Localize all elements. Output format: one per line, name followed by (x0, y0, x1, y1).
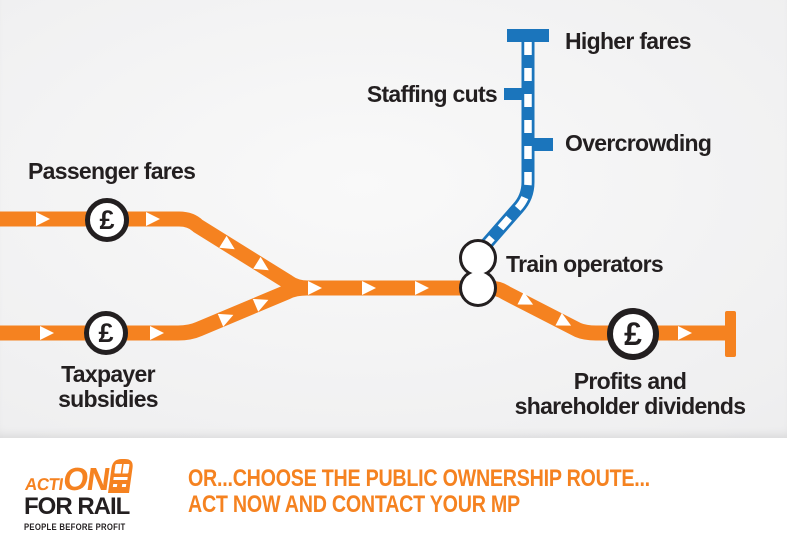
overcrowding-tick (532, 138, 553, 151)
footer-headline: OR...CHOOSE THE PUBLIC OWNERSHIP ROUTE..… (188, 466, 650, 518)
tube-map-canvas: £ £ £ Passenger fares Taxpayer subsidies… (0, 0, 787, 438)
station-label-taxpayer-subsidies: Taxpayer subsidies (58, 361, 158, 412)
staffing-cuts-tick (504, 88, 524, 100)
logo-action-part1: ACTI (23, 475, 65, 494)
station-label-train-operators: Train operators (506, 251, 664, 277)
profits-terminus-bar (725, 311, 736, 357)
pound-symbol: £ (99, 204, 115, 235)
route-main-line (296, 280, 729, 341)
route-passenger-fares-line (0, 211, 309, 296)
route-map-svg (0, 29, 736, 357)
direction-chevron (517, 292, 534, 305)
interchange-circle-fill (462, 272, 494, 304)
train-icon (107, 459, 133, 493)
station-label-staffing-cuts: Staffing cuts (366, 81, 498, 107)
direction-chevrons (36, 212, 692, 340)
direction-chevron (252, 298, 269, 312)
logo-action-part2: ON (61, 460, 112, 497)
route-privatisation-line (478, 35, 535, 253)
direction-chevron (36, 212, 50, 226)
direction-chevron (40, 326, 54, 340)
interchange-circle-fill (462, 242, 494, 274)
logo-action-wordmark: ACTI ON (23, 455, 149, 497)
direction-chevron (150, 326, 164, 340)
direction-chevron (217, 313, 234, 327)
pound-roundel-taxpayer-subsidies: £ (84, 311, 128, 355)
logo-for-rail-text: FOR RAIL (24, 493, 130, 520)
direction-chevron (678, 326, 692, 340)
action-for-rail-logo: ACTI ON FOR RAIL PEOPLE BEFORE PROFIT (24, 455, 144, 532)
direction-chevron (253, 256, 269, 271)
train-operators-interchange (459, 239, 497, 307)
footer-headline-line1: OR...CHOOSE THE PUBLIC OWNERSHIP ROUTE..… (188, 465, 650, 492)
direction-chevron (415, 281, 429, 295)
higher-fares-terminus-bar (507, 29, 549, 42)
pound-roundel-passenger-fares: £ (85, 198, 129, 242)
station-label-passenger-fares: Passenger fares (28, 158, 196, 184)
pound-symbol: £ (98, 317, 114, 348)
station-label-overcrowding: Overcrowding (565, 130, 712, 156)
direction-chevron (308, 281, 322, 295)
pound-symbol: £ (624, 315, 642, 352)
direction-chevron (555, 313, 572, 326)
station-label-higher-fares: Higher fares (565, 28, 692, 54)
direction-chevron (146, 212, 160, 226)
direction-chevron (219, 235, 235, 250)
pound-roundel-profits: £ (607, 308, 659, 360)
footer-band: ACTI ON FOR RAIL PEOPLE BEFORE PROFIT OR… (0, 438, 787, 559)
logo-tagline-text: PEOPLE BEFORE PROFIT (24, 522, 126, 532)
direction-chevron (362, 281, 376, 295)
route-privatisation-dashes (480, 42, 532, 251)
station-label-profits: Profits and shareholder dividends (514, 368, 746, 419)
footer-headline-line2: ACT NOW AND CONTACT YOUR MP (188, 491, 520, 518)
route-taxpayer-subsidies-line (0, 280, 308, 341)
